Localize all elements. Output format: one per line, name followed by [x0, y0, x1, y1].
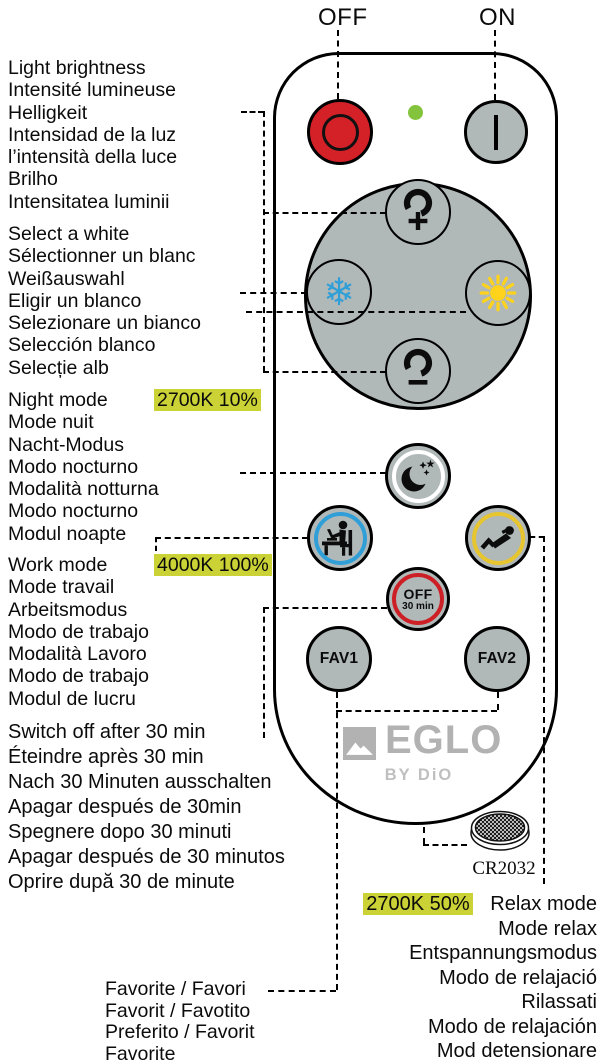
off-label: OFF: [318, 4, 368, 31]
power-off-button[interactable]: [307, 99, 373, 165]
callout-line-brightness-a: [241, 111, 264, 113]
moon-stars-icon: ★: [401, 459, 436, 492]
person-desk-icon: [322, 520, 353, 556]
snowflake-icon: ❄: [323, 272, 355, 314]
callout-line-on: [494, 30, 496, 100]
brightness-up-button[interactable]: [385, 179, 451, 245]
off-30min-button[interactable]: OFF 30 min: [386, 567, 450, 631]
warm-white-button[interactable]: [465, 260, 531, 326]
cr2032-battery: [470, 810, 530, 851]
relax-mode-button[interactable]: [465, 505, 531, 571]
callout-line-off30-b: [263, 607, 265, 738]
callout-line-work-stub: [155, 537, 157, 551]
callout-line-fav2: [497, 692, 499, 710]
night-mode-value: 2700K 10%: [154, 389, 261, 412]
cold-white-button[interactable]: ❄: [306, 259, 372, 325]
off-30min-label-bottom: 30 min: [402, 600, 434, 612]
callout-line-brightness-down: [263, 371, 386, 373]
sun-icon: [479, 274, 517, 312]
fav1-button[interactable]: FAV1: [306, 626, 372, 692]
callout-line-night: [240, 472, 386, 474]
off-30min-label-top: OFF: [403, 585, 433, 602]
svg-text:★: ★: [426, 459, 436, 471]
brightness-down-icon: [403, 348, 433, 385]
person-relax-icon: [480, 526, 514, 550]
callout-line-cold-white: [240, 292, 307, 294]
work-mode-value: 4000K 100%: [154, 554, 272, 577]
fav1-label: FAV1: [319, 650, 359, 667]
callout-line-fav1: [336, 692, 338, 990]
power-on-icon: [493, 114, 499, 150]
brand-byline: BY DiO: [384, 766, 454, 784]
callout-line-brightness-b: [263, 111, 265, 372]
brightness-up-icon: [403, 188, 433, 230]
on-label: ON: [479, 4, 516, 31]
callout-line-battery-b: [423, 844, 467, 846]
callout-line-fav-join: [336, 710, 497, 712]
eglo-logo-icon: [343, 726, 376, 760]
callout-line-favorite: [268, 990, 336, 992]
callout-line-relax-a: [530, 536, 544, 538]
relax-mode-value: 2700K 50%: [363, 893, 473, 915]
callout-line-relax-b: [543, 536, 545, 884]
callout-line-brightness-up: [263, 212, 386, 214]
brand-name: EGLO: [385, 718, 503, 762]
brightness-down-button[interactable]: [385, 338, 451, 404]
callout-line-work: [155, 537, 308, 539]
fav2-label: FAV2: [477, 650, 517, 667]
callout-line-off30: [263, 607, 387, 609]
power-off-icon: [321, 113, 359, 151]
callout-line-battery-a: [423, 827, 425, 844]
night-mode-button[interactable]: ★: [385, 443, 451, 509]
power-on-button[interactable]: [464, 100, 528, 164]
callout-line-warm-white: [246, 311, 466, 313]
fav2-button[interactable]: FAV2: [464, 626, 530, 692]
eglo-logo: EGLO BY DiO: [343, 718, 503, 785]
callout-line-off: [337, 30, 339, 99]
status-led: [408, 105, 423, 120]
work-mode-button[interactable]: [307, 505, 373, 571]
battery-label: CR2032: [472, 858, 536, 879]
